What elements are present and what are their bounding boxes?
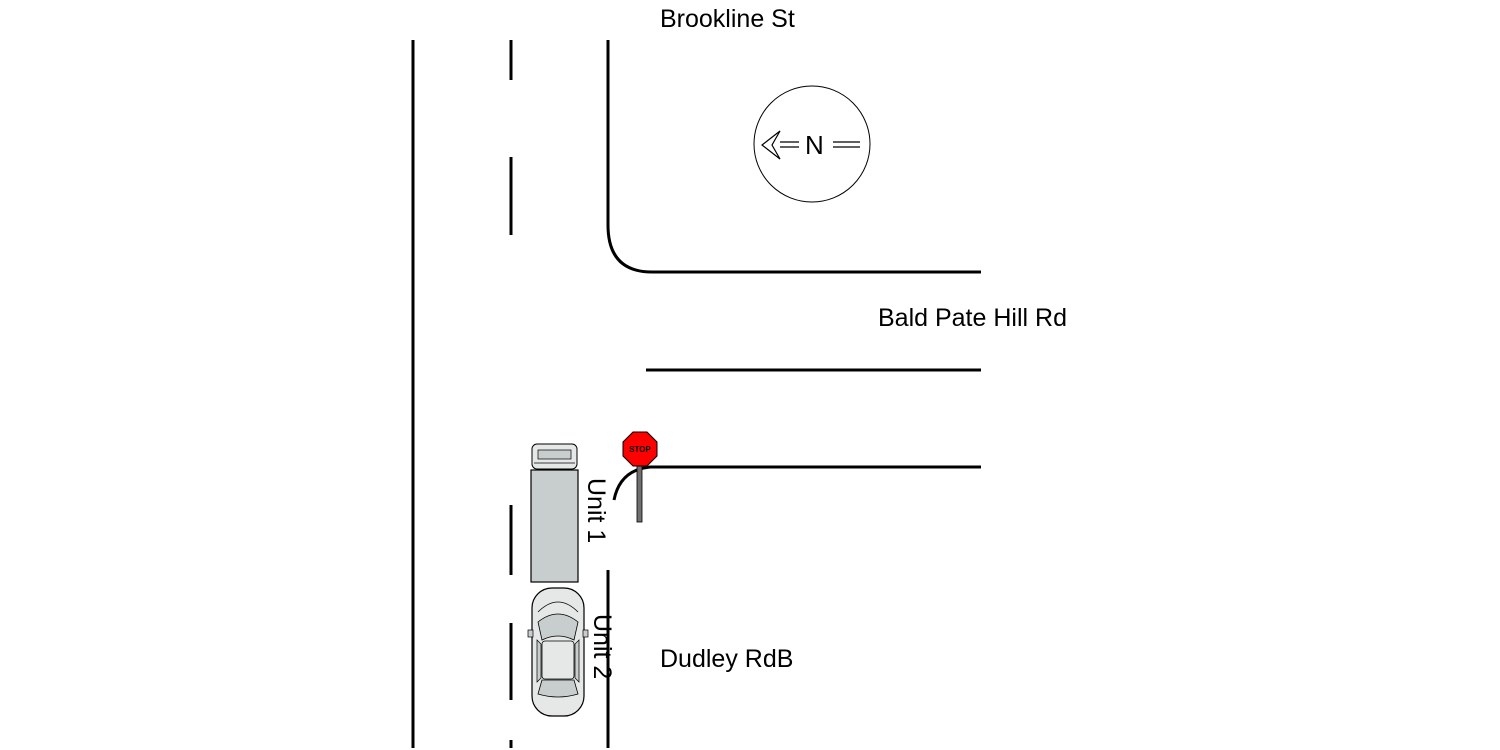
street-label-dudley: Dudley RdB — [660, 645, 793, 673]
road-lines — [411, 40, 981, 748]
unit-1-truck: Unit 1 — [530, 443, 610, 583]
street-label-brookline: Brookline St — [660, 5, 795, 33]
car-windshield — [537, 613, 579, 641]
street-label-bald-pate-hill: Bald Pate Hill Rd — [878, 304, 1067, 332]
car-side-window-left — [536, 639, 542, 683]
road-right-edge-north-corner — [606, 40, 981, 274]
unit-1-label: Unit 1 — [582, 478, 610, 543]
stop-sign-text: STOP — [629, 445, 651, 454]
car-mirror-left — [527, 629, 534, 638]
car-side-window-right — [574, 639, 580, 683]
north-arrow-icon: N — [753, 85, 871, 203]
unit-2-car: Unit 2 — [527, 587, 616, 717]
car-hood — [537, 601, 579, 613]
stop-sign-octagon — [622, 431, 658, 467]
car-roof — [541, 640, 575, 680]
truck-cab-window — [537, 449, 572, 460]
unit-2-label: Unit 2 — [588, 614, 616, 679]
road-right-edge-south-corner — [612, 465, 981, 501]
truck-body — [530, 469, 579, 583]
car-rear-window — [537, 679, 579, 698]
compass-circle — [753, 85, 871, 203]
compass-label: N — [805, 130, 824, 160]
stop-sign-post — [636, 459, 643, 523]
car-mirror-right — [582, 629, 589, 638]
arrow-head — [761, 130, 781, 160]
stop-sign-icon: STOP — [622, 431, 658, 523]
